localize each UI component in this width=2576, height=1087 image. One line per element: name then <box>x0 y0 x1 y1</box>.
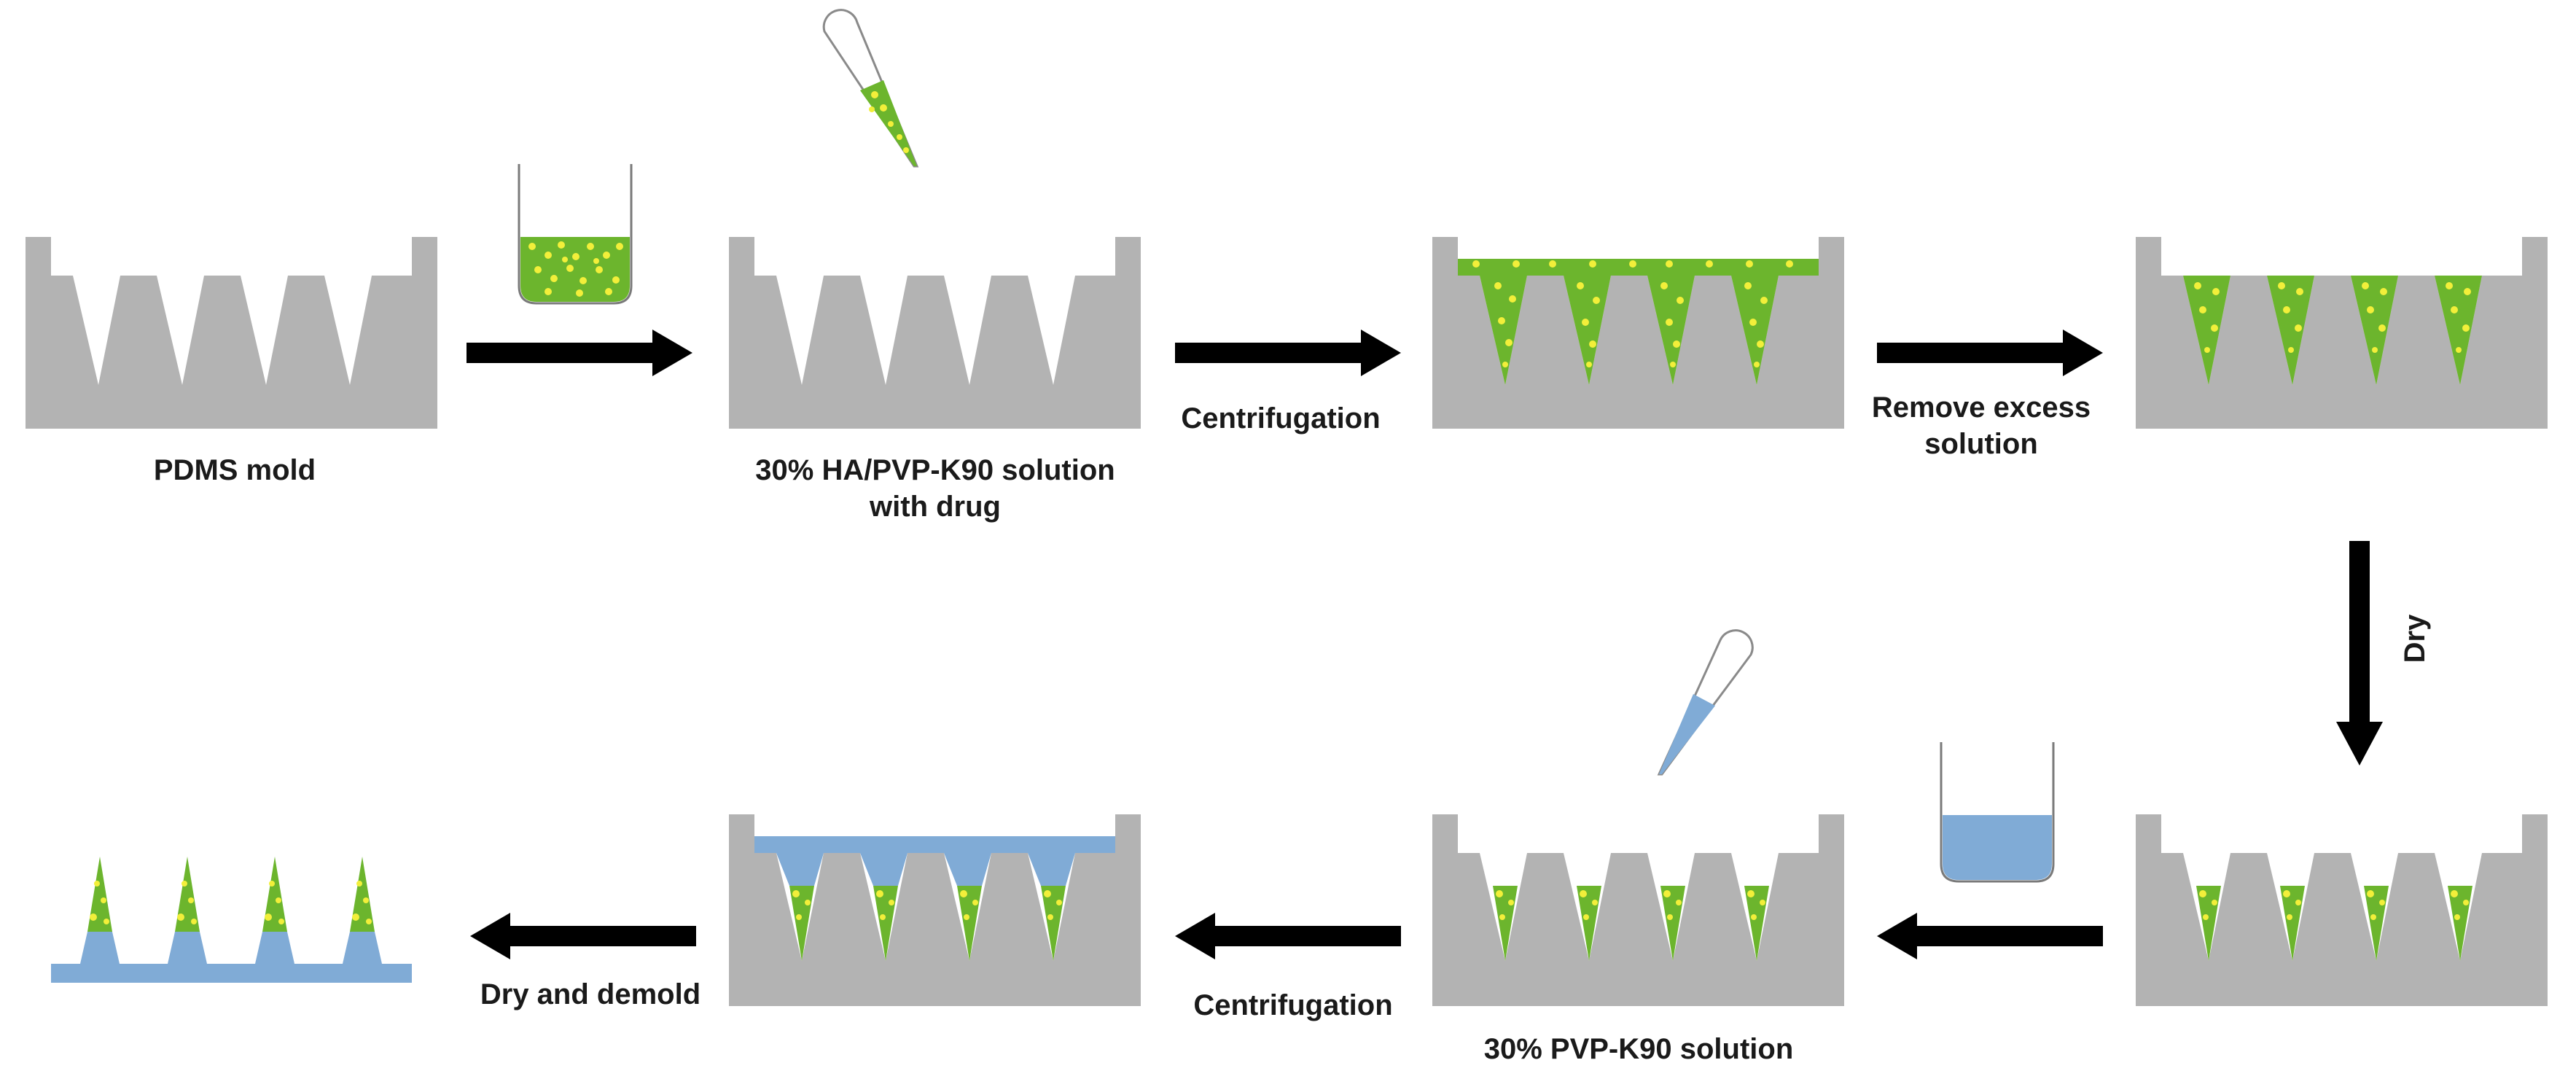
label-ha-solution-line2: with drug <box>869 491 1001 523</box>
drug-filled-cavities-step4 <box>2183 276 2482 385</box>
label-dry: Dry <box>2399 614 2431 663</box>
patch-backing-base <box>51 964 412 983</box>
pipette-pvp-liquid <box>1659 694 1715 774</box>
drug-particles-step6 <box>1496 890 1765 920</box>
label-remove-excess-line2: solution <box>1924 428 2038 460</box>
pipette-pvp <box>1657 629 1754 776</box>
drug-particles-step7 <box>792 890 1062 920</box>
mold-step1 <box>26 237 437 429</box>
label-centrifugation-1: Centrifugation <box>1181 402 1380 435</box>
drug-particles-step3 <box>1472 260 1793 367</box>
pdms-mold <box>1432 814 1844 1006</box>
mold-step3 <box>1432 237 1844 429</box>
mold-step2 <box>729 237 1141 429</box>
mold-step4 <box>2136 237 2548 429</box>
pdms-mold <box>1432 237 1844 429</box>
drug-solution-overfill <box>1458 259 1819 385</box>
arrow-3-right <box>1877 330 2103 376</box>
label-dry-and-demold: Dry and demold <box>480 978 700 1010</box>
pipette-drug <box>822 9 919 168</box>
beaker-drug-solution <box>518 164 633 305</box>
beaker-drug-particles <box>528 241 623 297</box>
pipette-drug-particles <box>869 91 909 153</box>
label-remove-excess-line1: Remove excess <box>1872 391 2091 424</box>
microneedle-patch <box>51 857 412 983</box>
pdms-mold <box>26 237 437 429</box>
beaker-outline <box>518 164 633 305</box>
beaker-outline <box>1940 742 2055 883</box>
mold-step5 <box>2136 814 2548 1006</box>
pdms-mold <box>2136 237 2548 429</box>
needle-drug-particles <box>90 881 372 924</box>
mold-step7 <box>729 814 1141 1006</box>
drug-particles-step5 <box>2199 890 2469 920</box>
arrow-6-left <box>470 913 696 959</box>
pdms-mold <box>729 237 1141 429</box>
arrow-5-left <box>1175 913 1401 959</box>
pvp-backing-layer <box>754 836 1115 886</box>
mold-step6 <box>1432 814 1844 1006</box>
needle-drug-tips <box>87 857 375 932</box>
arrow-4-left <box>1877 913 2103 959</box>
pdms-mold <box>2136 814 2548 1006</box>
label-centrifugation-2: Centrifugation <box>1193 989 1392 1021</box>
drug-particles-step4 <box>2194 282 2471 353</box>
arrow-2-right <box>1175 330 1401 376</box>
needle-blue-bases <box>80 932 382 964</box>
beaker-blue-liquid <box>1943 815 2052 880</box>
pdms-mold <box>729 814 1141 1006</box>
label-ha-solution-line1: 30% HA/PVP-K90 solution <box>755 454 1115 486</box>
beaker-pvp-solution <box>1940 742 2055 883</box>
arrow-1-right <box>467 330 692 376</box>
arrow-dry-down <box>2336 541 2383 765</box>
label-pvp-solution: 30% PVP-K90 solution <box>1484 1033 1794 1065</box>
label-pdms-mold: PDMS mold <box>154 454 316 486</box>
